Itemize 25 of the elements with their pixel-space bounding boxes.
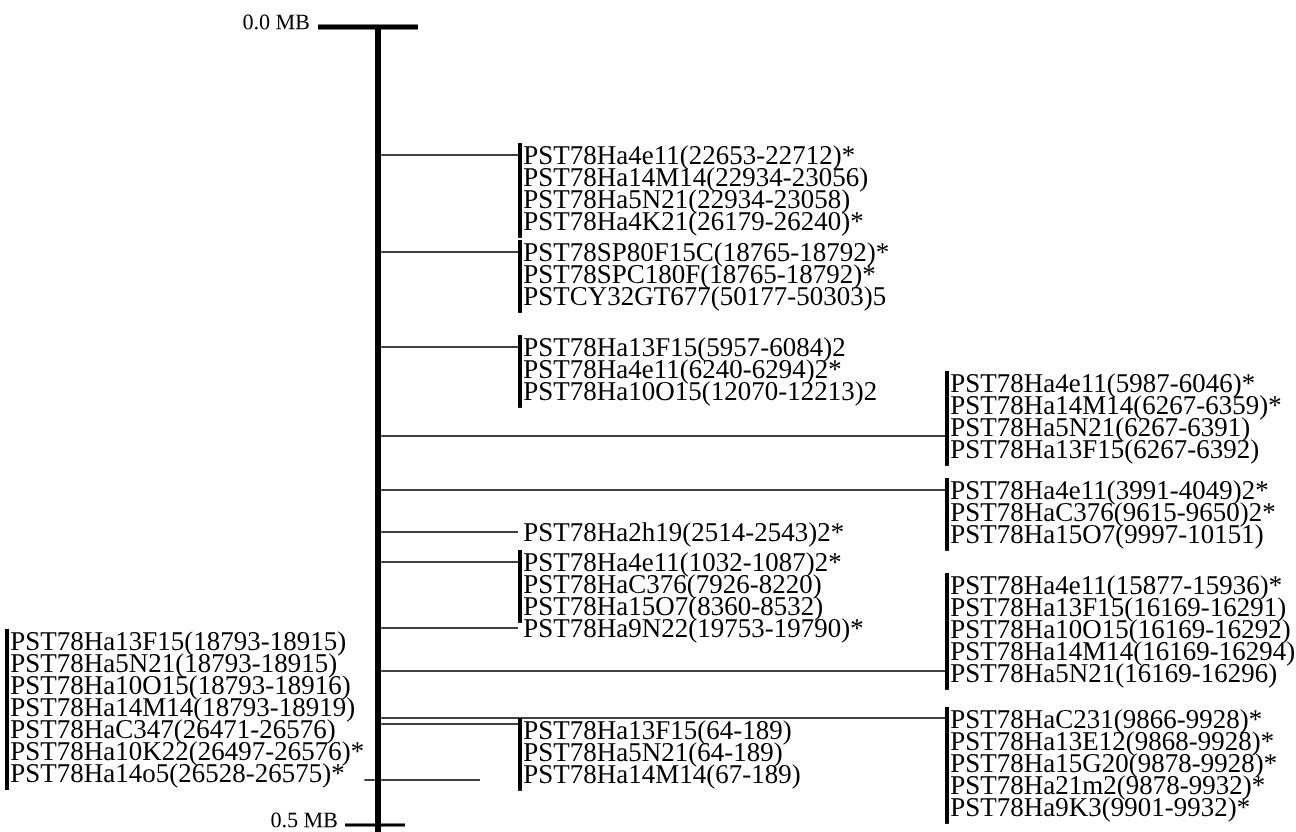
clone-label: PST78Ha2h19(2514-2543)2* [524, 522, 843, 547]
clone-list: PST78Ha4e11(15877-15936)* PST78Ha13F15(16169-16291) PST78Ha10O15(16169-16292) PST78Ha14M14(16169-16294) PST78Ha5N21(16169-16296) [945, 573, 1294, 690]
connector-line [380, 489, 946, 491]
connector-line [380, 627, 519, 629]
connector-line [380, 723, 519, 725]
connector-line [380, 561, 519, 563]
connector-line [380, 531, 519, 533]
connector-line [380, 251, 519, 253]
scale-label: 0.5 MB [271, 812, 337, 828]
clone-list: PST78HaC231(9866-9928)* PST78Ha13E12(9868-9928)* PST78Ha15G20(9878-9928)* PST78Ha21m2(9878-9932)* PST78Ha9K3(9901-9932)* [945, 707, 1276, 824]
clone-list: PST78Ha4e11(22653-22712)* PST78Ha14M14(22934-23056) PST78Ha5N21(22934-23058) PST78Ha4K21(26179-26240)* [518, 143, 867, 238]
connector-line [363, 779, 376, 781]
clone-list: PST78Ha13F15(5957-6084)2 PST78Ha4e11(6240-6294)2* PST78Ha10O15(12070-12213)2 [518, 335, 876, 408]
clone-list: PST78SP80F15C(18765-18792)* PST78SPC180F(18765-18792)* PSTCY32GT677(50177-50303)5 [518, 240, 888, 313]
connector-line [380, 670, 946, 672]
connector-line [380, 154, 519, 156]
connector-line [380, 346, 519, 348]
scale-label: 0.0 MB [243, 14, 309, 30]
clone-list: PST78Ha13F15(18793-18915) PST78Ha5N21(18793-18915) PST78Ha10O15(18793-18916) PST78Ha14M14(18793-18919) PST78HaC347(26471-26576) PST78Ha10K22(26497-26576)* PST78Ha14o5(26528-26575)* [5, 629, 363, 790]
clone-list: PST78Ha4e11(3991-4049)2* PST78HaC376(9615-9650)2* PST78Ha15O7(9997-10151) [945, 478, 1275, 551]
clone-list: PST78Ha4e11(5987-6046)* PST78Ha14M14(6267-6359)* PST78Ha5N21(6267-6391) PST78Ha13F15(6267-6392) [945, 371, 1281, 466]
connector-line [380, 435, 946, 437]
connector-line [380, 717, 946, 719]
clone-list: PST78Ha13F15(64-189) PST78Ha5N21(64-189) PST78Ha14M14(67-189) [518, 718, 800, 791]
chromosome-bar [375, 27, 381, 832]
